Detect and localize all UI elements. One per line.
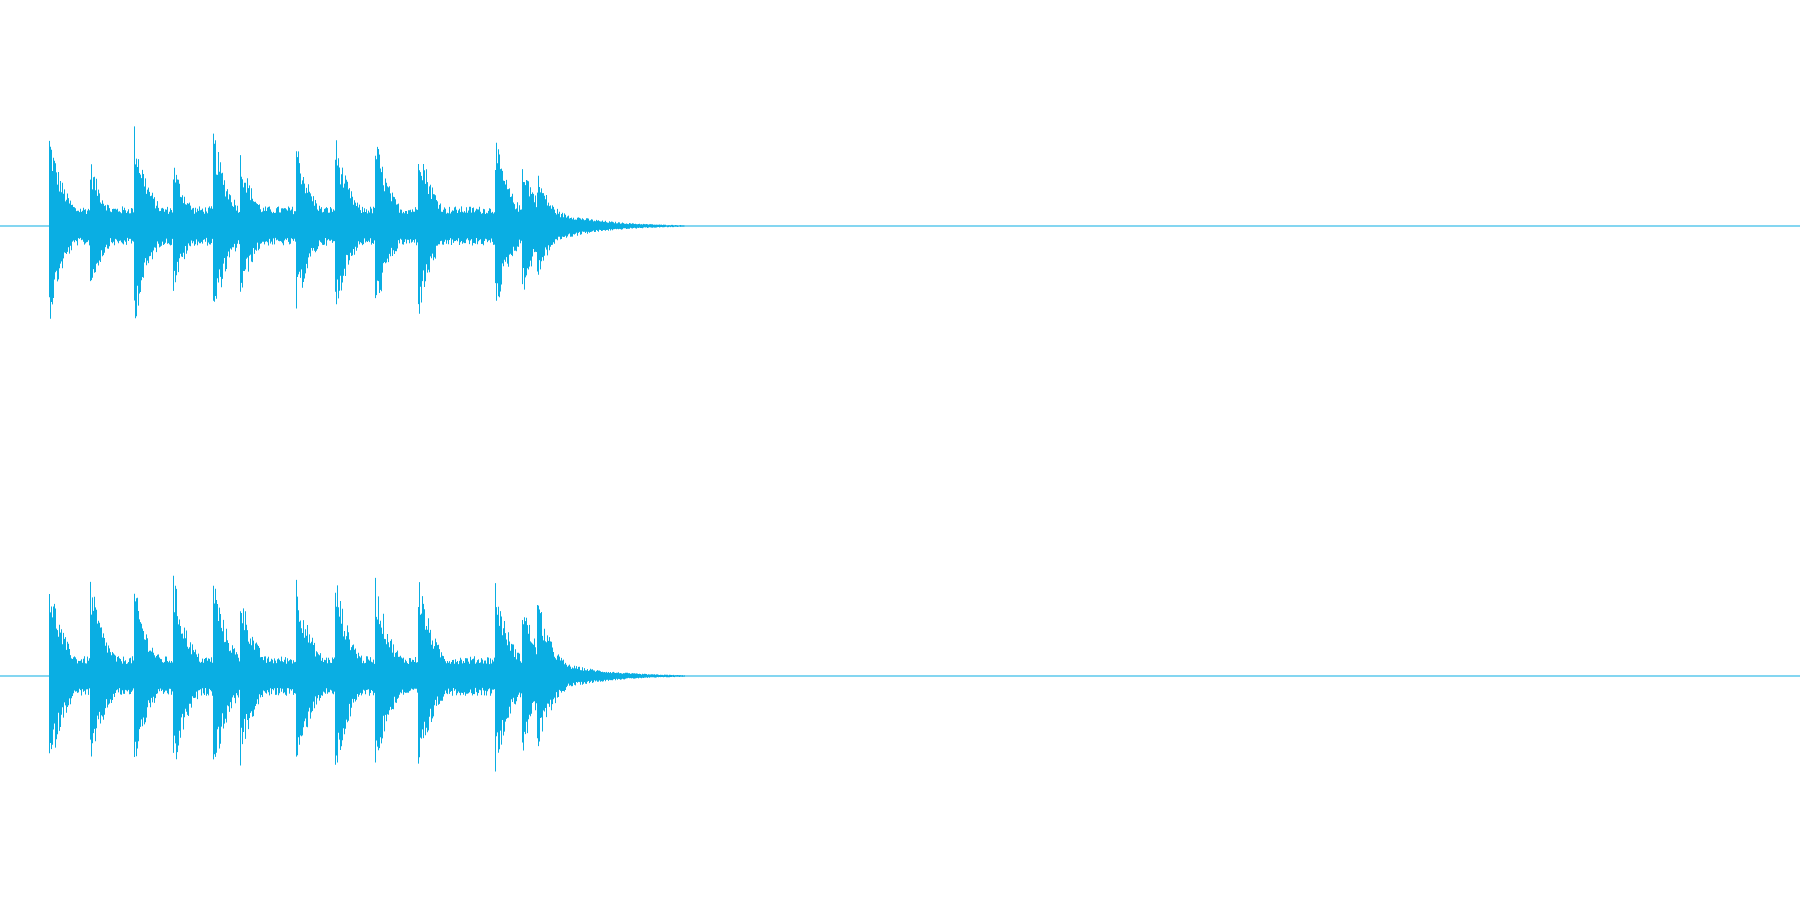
waveform-channel-1: [0, 126, 1800, 319]
waveform-trace: [49, 575, 685, 772]
waveform-trace: [49, 126, 685, 319]
waveform-channel-2: [0, 575, 1800, 772]
